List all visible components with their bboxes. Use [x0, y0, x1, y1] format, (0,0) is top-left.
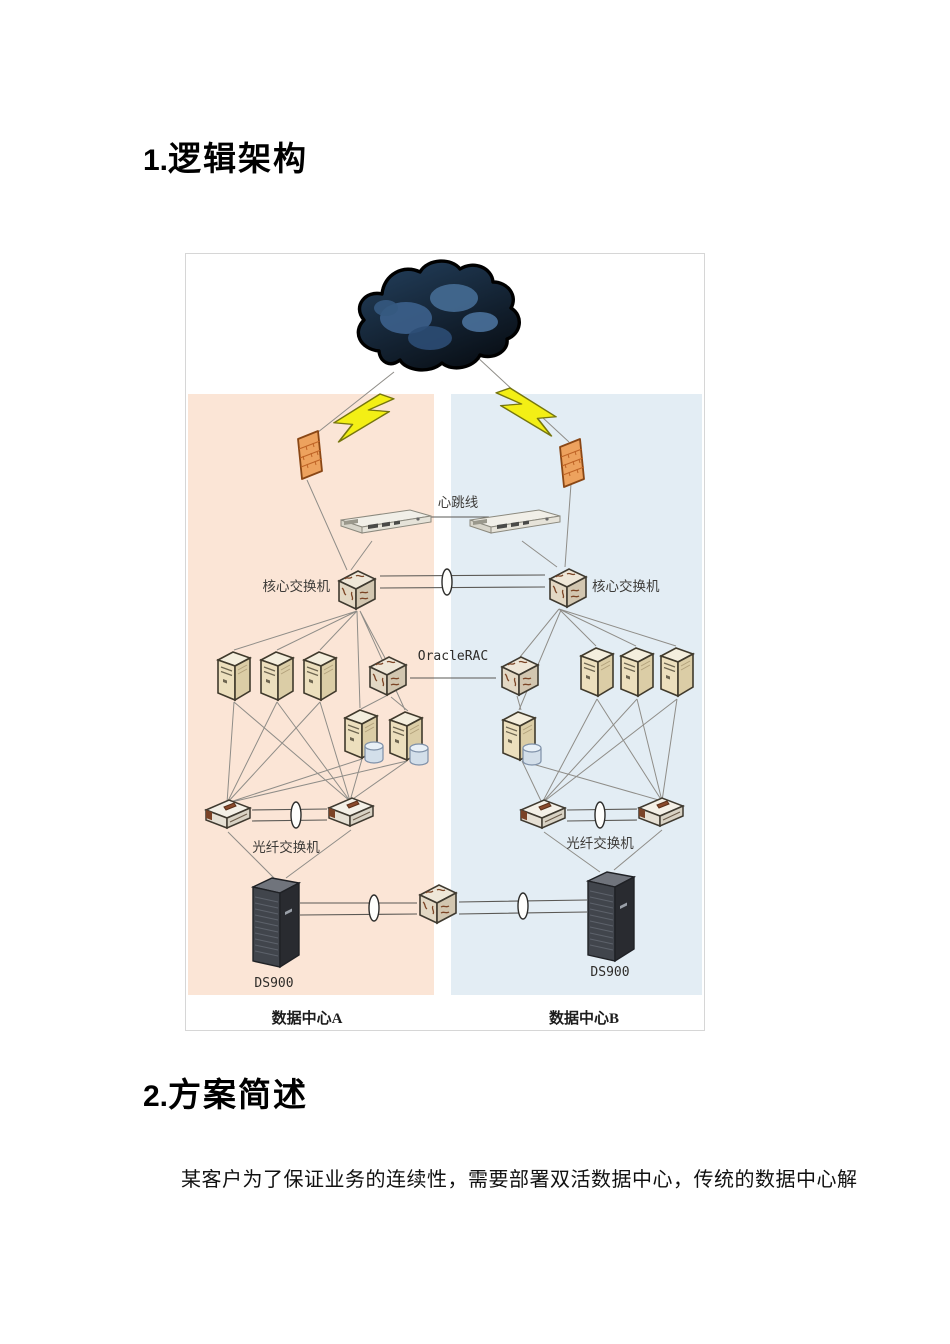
- heading-1: 1.逻辑架构: [143, 132, 308, 180]
- connection-lines: [226, 355, 678, 916]
- fiber-oval-icon: [517, 892, 529, 920]
- logical-architecture-diagram: 心跳线 核心交换机 核心交换机 OracleRAC 光纤交换机 光纤交换机 DS…: [188, 259, 702, 1027]
- firewall-icon: [559, 438, 585, 488]
- core-switch-b-label: 核心交换机: [592, 578, 660, 594]
- heading-1-title: 逻辑架构: [168, 142, 309, 178]
- fiber-switch-b-label: 光纤交换机: [566, 835, 634, 851]
- firewall-icon: [297, 430, 323, 480]
- body-paragraph: 某客户为了保证业务的连续性，需要部署双活数据中心，传统的数据中心解: [181, 1169, 858, 1191]
- fiber-oval-icon: [594, 801, 606, 829]
- core-switch-a-label: 核心交换机: [263, 578, 331, 594]
- heading-2-title: 方案简述: [168, 1078, 309, 1114]
- fiber-oval-icon: [368, 894, 380, 922]
- tower-server-icon: [303, 651, 337, 701]
- heading-1-number: 1.: [143, 144, 169, 177]
- storage-a-label: DS900: [254, 976, 293, 991]
- storage-array-icon: [252, 877, 300, 968]
- datacenter-b-label: 数据中心B: [549, 1009, 619, 1027]
- tower-server-icon: [620, 647, 654, 697]
- fiber-oval-icon: [290, 801, 302, 829]
- tower-server-icon: [660, 647, 694, 697]
- datacenter-a-label: 数据中心A: [272, 1009, 343, 1027]
- heading-2: 2.方案简述: [143, 1068, 308, 1116]
- internet-cloud-icon: [356, 259, 521, 372]
- fiber-oval-icon: [441, 568, 453, 596]
- fiber-switch-a-label: 光纤交换机: [252, 839, 320, 855]
- datacenter-b-panel: [451, 394, 702, 995]
- storage-array-icon: [587, 871, 635, 962]
- heartbeat-label: 心跳线: [438, 495, 479, 510]
- tower-server-icon: [580, 647, 614, 697]
- heading-2-number: 2.: [143, 1080, 169, 1113]
- storage-b-label: DS900: [590, 965, 629, 980]
- oracle-rac-label: OracleRAC: [418, 649, 488, 664]
- tower-server-icon: [217, 651, 251, 701]
- architecture-figure: 心跳线 核心交换机 核心交换机 OracleRAC 光纤交换机 光纤交换机 DS…: [185, 253, 705, 1031]
- tower-server-icon: [260, 651, 294, 701]
